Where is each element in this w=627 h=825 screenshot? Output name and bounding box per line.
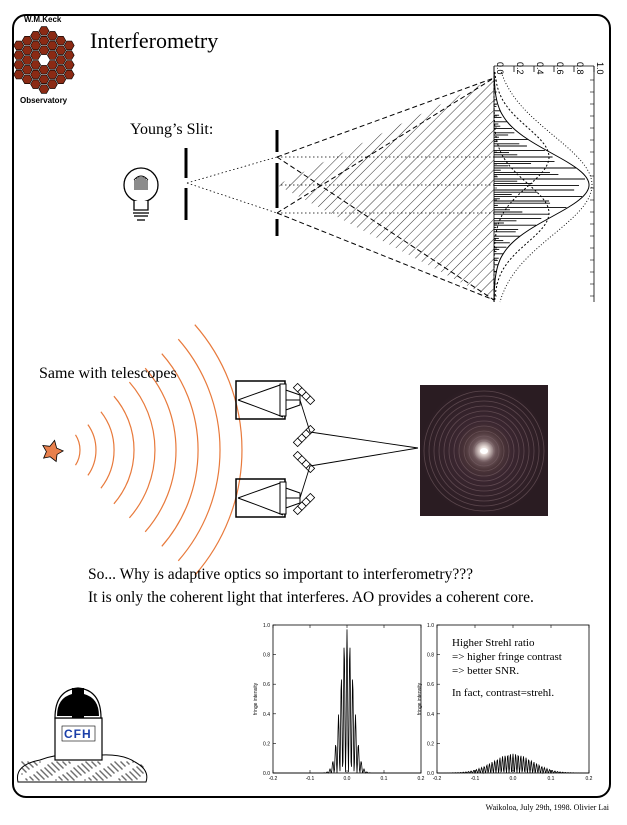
strehl-note-3: => better SNR. [452, 665, 520, 677]
wavefront-arcs [74, 324, 243, 576]
strehl-note-1: Higher Strehl ratio [452, 637, 535, 649]
telescope-bottom [235, 478, 301, 518]
plot-ytick: 0.6 [427, 682, 434, 688]
plot-ylabel: fringe intensity [253, 682, 259, 715]
page-title: Interferometry [90, 28, 219, 53]
axis-tick-label: 0.4 [535, 62, 545, 75]
fringe-plot-high-strehl: fringe intensity0.00.20.40.60.81.0-0.2-0… [417, 623, 593, 782]
axis-tick-label: 1.0 [595, 62, 605, 75]
axis-tick-label: 0.6 [555, 62, 565, 75]
plot-xtick: -0.2 [269, 776, 278, 782]
plot-ytick: 0.0 [427, 771, 434, 777]
intensity-axis [493, 65, 595, 302]
beam-combiner-lines [299, 399, 419, 499]
strehl-note-2: => higher fringe contrast [452, 651, 562, 663]
plot-ylabel: fringe intensity [417, 682, 423, 715]
light-bulb-icon [123, 167, 159, 221]
plot-ytick: 1.0 [427, 623, 434, 629]
plot-xtick: 0.2 [418, 776, 425, 782]
telescopes-label: Same with telescopes [39, 365, 177, 382]
plot-ytick: 0.8 [427, 653, 434, 659]
plot-ytick: 0.2 [427, 741, 434, 747]
question-line-1: So... Why is adaptive optics so importan… [88, 566, 473, 583]
youngs-slit-label: Young’s Slit: [130, 121, 214, 138]
plot-ytick: 0.2 [263, 741, 270, 747]
telescope-top [235, 380, 301, 420]
plot-xtick: -0.1 [471, 776, 480, 782]
plot-ytick: 0.0 [263, 771, 270, 777]
cfht-logo-text: CFH [64, 727, 92, 741]
axis-tick-label: 0.2 [515, 62, 525, 75]
plot-xtick: 0.0 [510, 776, 517, 782]
plot-ytick: 0.6 [263, 682, 270, 688]
strehl-note-4: In fact, contrast=strehl. [452, 687, 555, 699]
plot-ytick: 0.8 [263, 653, 270, 659]
interference-region [277, 78, 494, 300]
relay-mirrors [292, 382, 316, 516]
speckle-image [420, 385, 548, 516]
question-line-2: It is only the coherent light that inter… [88, 589, 534, 606]
plot-xtick: 0.1 [381, 776, 388, 782]
plot-ytick: 0.4 [427, 712, 434, 718]
footer-credit: Waikoloa, July 29th, 1998. Olivier Lai [485, 803, 609, 812]
plot-xtick: 0.0 [344, 776, 351, 782]
axis-tick-label: 0.0 [495, 62, 505, 75]
fringe-pattern [493, 71, 593, 303]
observatory-dome-icon [16, 687, 148, 783]
page-frame [12, 14, 611, 798]
keck-logo-top-text: W.M.Keck [24, 15, 62, 24]
plot-xtick: 0.2 [586, 776, 593, 782]
plot-ytick: 1.0 [263, 623, 270, 629]
plot-xtick: 0.1 [548, 776, 555, 782]
star-icon [42, 439, 65, 463]
strehl-notes: Higher Strehl ratio => higher fringe con… [452, 636, 562, 700]
dashed-beam-lines [276, 77, 495, 301]
keck-logo-bottom-text: Observatory [20, 96, 68, 105]
plot-ytick: 0.4 [263, 712, 270, 718]
plot-xtick: -0.2 [433, 776, 442, 782]
plot-xtick: -0.1 [306, 776, 315, 782]
hexagon-mirror-icon [13, 26, 75, 94]
fringe-plot-low-strehl: fringe intensity 0.0 0.2 0.4 0.6 0.8 1.0 -0.2 -0… [253, 623, 425, 782]
axis-tick-label: 0.8 [575, 62, 585, 75]
